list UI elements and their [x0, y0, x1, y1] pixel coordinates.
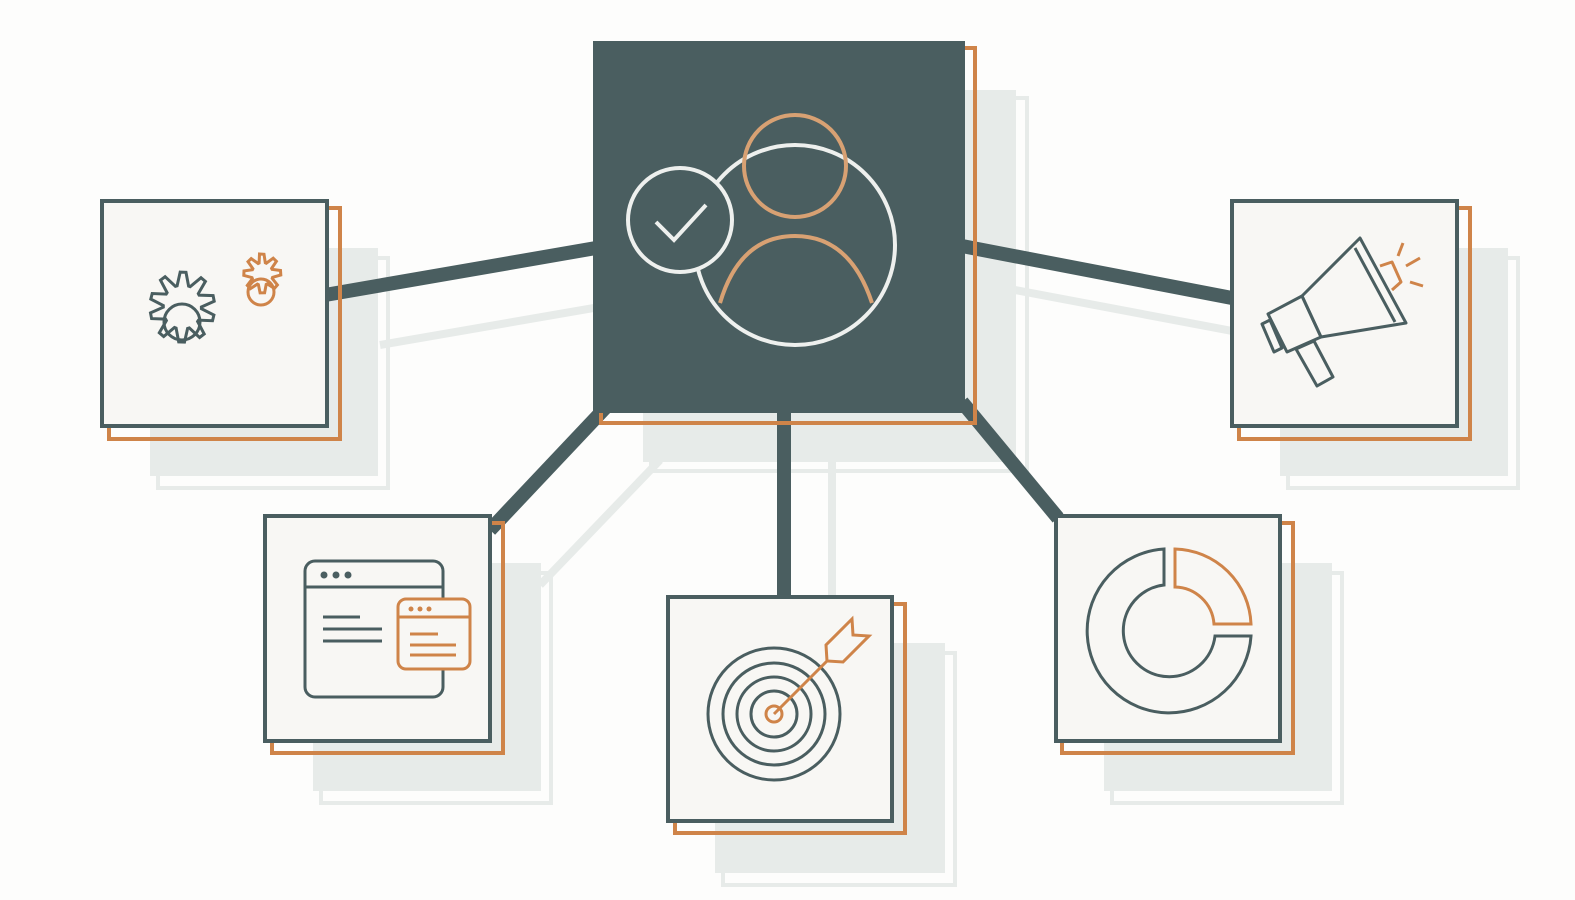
node-marketing	[1230, 199, 1472, 441]
megaphone-icon	[1260, 236, 1424, 388]
gears-icon	[148, 252, 283, 344]
connector-marketing	[960, 239, 1234, 305]
gear-small-icon	[242, 252, 283, 295]
node-web	[263, 514, 505, 755]
node-analytics	[1054, 514, 1295, 755]
connector-analytics	[956, 397, 1064, 523]
connector-web	[484, 400, 614, 535]
connector-settings	[323, 241, 598, 302]
browser-windows-icon	[303, 559, 472, 699]
gear-large-icon	[148, 270, 216, 344]
analytics-tile	[1054, 514, 1282, 743]
settings-tile	[100, 199, 329, 428]
node-settings	[100, 199, 342, 441]
marketing-tile	[1230, 199, 1459, 428]
hub-node	[593, 41, 977, 425]
target-arrow-icon	[706, 615, 873, 782]
connectors	[323, 239, 1234, 598]
user-check-icon	[626, 113, 897, 347]
donut-chart-icon	[1085, 547, 1253, 715]
node-goals	[666, 595, 907, 835]
